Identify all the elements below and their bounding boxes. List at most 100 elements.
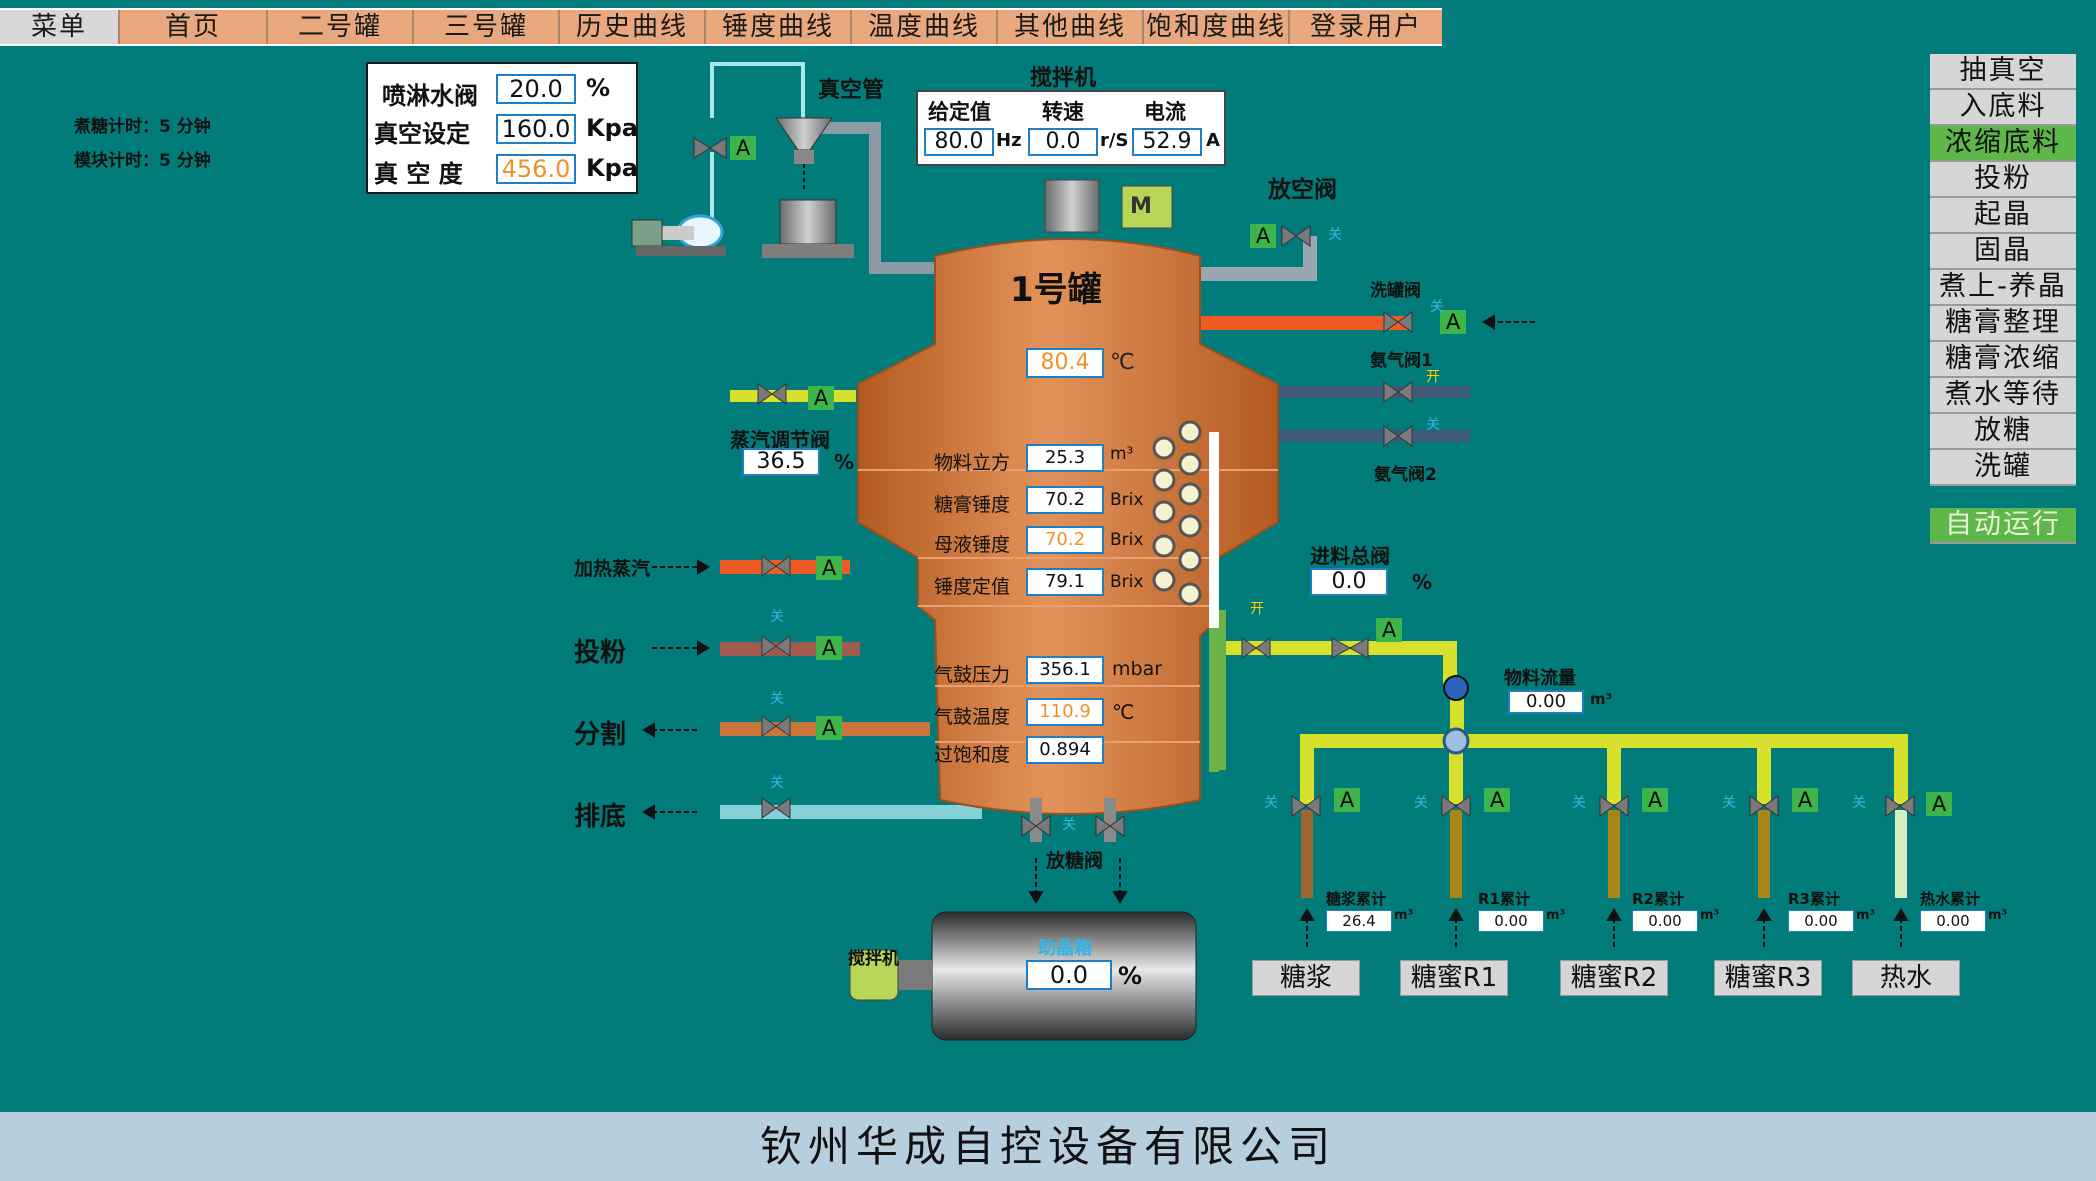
crystallizer-drum [849,911,1197,1041]
mixer-setpoint-value[interactable]: 80.0 [924,128,994,156]
step-wash[interactable]: 洗罐 [1930,450,2076,486]
r2-acc-label: R2累计 [1632,890,1684,908]
drum-temperature-value: 110.9 [1026,698,1104,726]
r3-valve-auto-badge[interactable]: A [1792,788,1818,812]
spray-valve-value[interactable]: 20.0 [496,74,576,104]
drum-pressure-value: 356.1 [1026,656,1104,684]
heating-steam-label: 加热蒸汽 [574,558,651,580]
flow-arrows [642,314,1909,950]
step-vacuum[interactable]: 抽真空 [1930,54,2076,90]
step-start-crystal[interactable]: 起晶 [1930,198,2076,234]
syrup-valve-auto-badge[interactable]: A [1334,788,1360,812]
drum-pressure-unit: mbar [1112,658,1163,680]
mixer-current-value: 52.9 [1132,128,1202,156]
r1-acc-unit: m³ [1546,908,1566,923]
molasses-r3-button[interactable]: 糖蜜R3 [1714,960,1822,996]
split-label: 分割 [574,720,627,750]
right-pipes [1200,236,1470,442]
feed-inlet-valve-state: 开 [1250,601,1264,617]
menu-button[interactable]: 菜单 [0,10,120,44]
vacuum-setpoint-label: 真空设定 [374,120,470,148]
menu-history-curve[interactable]: 历史曲线 [560,10,706,44]
r1-valve-auto-badge[interactable]: A [1484,788,1510,812]
mother-liquor-brix-value: 70.2 [1026,526,1104,554]
step-massecuite-concentrate[interactable]: 糖膏浓缩 [1930,342,2076,378]
material-volume-label: 物料立方 [934,452,1011,474]
mother-liquor-brix-label: 母液锤度 [934,534,1011,556]
step-base-feed[interactable]: 入底料 [1930,90,2076,126]
menu-saturation-curve[interactable]: 饱和度曲线 [1144,10,1290,44]
menu-other-curve[interactable]: 其他曲线 [998,10,1144,44]
steam-reg-valve-unit: % [834,450,855,474]
material-flow-unit: m³ [1590,690,1613,708]
sight-glasses [1152,420,1202,606]
menu-home[interactable]: 首页 [120,10,268,44]
r3-valve-state: 关 [1722,795,1736,811]
mixer-current-unit: A [1206,130,1220,151]
vacuum-setpoint-unit: Kpa [586,114,638,142]
feed-total-valve-label: 进料总阀 [1310,544,1390,568]
menu-brix-curve[interactable]: 锤度曲线 [706,10,852,44]
vacuum-degree-label: 真 空 度 [374,160,463,188]
boil-timer: 煮糖计时：5 分钟 [74,117,211,137]
vacuum-valve-auto-badge[interactable]: A [730,136,756,160]
hot-water-acc-value: 0.00 [1920,910,1986,932]
vacuum-setpoint-value[interactable]: 160.0 [496,114,576,144]
menu-tank-2[interactable]: 二号罐 [268,10,414,44]
menu-tank-3[interactable]: 三号罐 [414,10,560,44]
feed-total-valve-auto-badge[interactable]: A [1376,618,1402,642]
mixer-speed-unit: r/S [1100,130,1129,151]
r3-acc-label: R3累计 [1788,890,1840,908]
step-boil-grow[interactable]: 煮上-养晶 [1930,270,2076,306]
split-auto-badge[interactable]: A [816,716,842,740]
drum-temperature-unit: ℃ [1112,700,1135,724]
hot-water-valve-auto-badge[interactable]: A [1926,792,1952,816]
step-massecuite-tidy[interactable]: 糖膏整理 [1930,306,2076,342]
molasses-r2-button[interactable]: 糖蜜R2 [1560,960,1668,996]
step-fix-crystal[interactable]: 固晶 [1930,234,2076,270]
step-concentrate-base[interactable]: 浓缩底料 [1930,126,2076,162]
syrup-button[interactable]: 糖浆 [1252,960,1360,996]
menu-login-user[interactable]: 登录用户 [1309,12,1422,42]
spray-vacuum-panel: 喷淋水阀 20.0 % 真空设定 160.0 Kpa 真 空 度 456.0 K… [366,62,638,194]
brix-setpoint-value[interactable]: 79.1 [1026,568,1104,596]
supersaturation-value: 0.894 [1026,736,1104,764]
vent-valve-label: 放空阀 [1268,177,1337,203]
auto-run-button[interactable]: 自动运行 [1930,508,2076,544]
tank-title: 1号罐 [1010,270,1102,310]
discharge-valve-label: 放糖阀 [1046,850,1104,872]
feed-powder-auto-badge[interactable]: A [816,636,842,660]
step-water-wait[interactable]: 煮水等待 [1930,378,2076,414]
molasses-r1-button[interactable]: 糖蜜R1 [1400,960,1508,996]
spray-valve-label: 喷淋水阀 [382,82,478,110]
wash-valve-auto-badge[interactable]: A [1440,310,1466,334]
vent-valve-auto-badge[interactable]: A [1250,224,1276,248]
step-seed-powder[interactable]: 投粉 [1930,162,2076,198]
hot-water-button[interactable]: 热水 [1852,960,1960,996]
hot-water-acc-label: 热水累计 [1920,890,1981,908]
syrup-acc-value: 26.4 [1326,910,1392,932]
menu-temperature-curve[interactable]: 温度曲线 [852,10,998,44]
ammonia-valve-1-label: 氨气阀1 [1370,351,1433,371]
r2-acc-unit: m³ [1700,908,1720,923]
massecuite-brix-unit: Brix [1110,490,1144,510]
feed-total-valve-value[interactable]: 0.0 [1310,568,1388,596]
motor-icon: M [1130,194,1152,219]
steam-reg-valve-auto-badge[interactable]: A [808,386,834,410]
drum-temperature-label: 气鼓温度 [934,706,1011,728]
crystallizer-title: 助晶箱 [1038,938,1092,959]
vacuum-degree-unit: Kpa [586,154,638,182]
company-footer: 钦州华成自控设备有限公司 [0,1112,2096,1181]
material-volume-unit: m³ [1110,444,1134,464]
spray-valve-unit: % [586,74,611,102]
heating-steam-auto-badge[interactable]: A [816,556,842,580]
split-state: 关 [770,691,784,707]
massecuite-brix-label: 糖膏锤度 [934,494,1011,516]
r2-valve-auto-badge[interactable]: A [1642,788,1668,812]
step-discharge[interactable]: 放糖 [1930,414,2076,450]
steam-reg-valve-value[interactable]: 36.5 [742,448,820,476]
feed-total-valve-unit: % [1412,570,1433,594]
hot-water-valve-state: 关 [1852,795,1866,811]
wash-valve-label: 洗罐阀 [1370,281,1421,301]
mixer-title: 搅拌机 [1030,66,1097,91]
